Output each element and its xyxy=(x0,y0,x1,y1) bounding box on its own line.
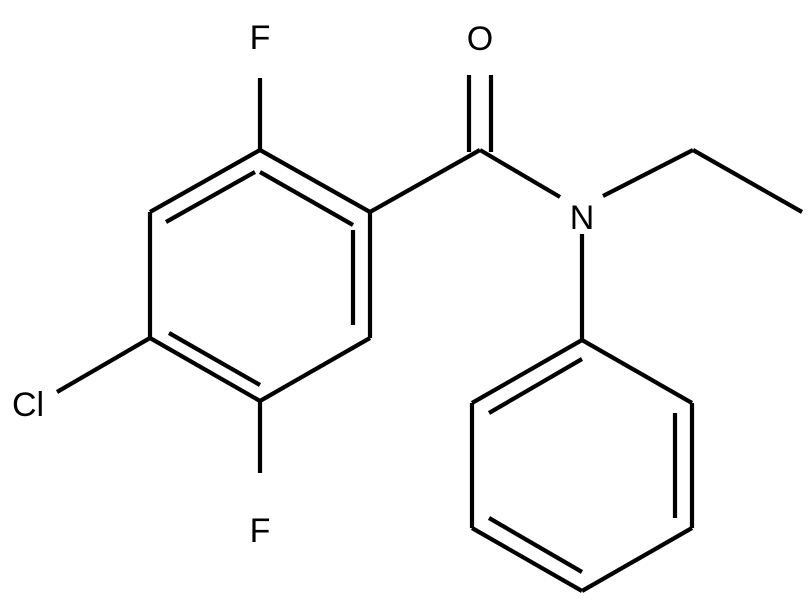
atom-fluorine-bottom: F xyxy=(250,512,271,550)
ring-b-bond-6-inner xyxy=(487,357,584,415)
bond-ch2-ch3 xyxy=(691,148,804,214)
bond-c-cl xyxy=(55,336,152,394)
atom-chlorine: Cl xyxy=(12,386,44,424)
ring-a-bond-2 xyxy=(148,148,262,214)
ring-a-bond-4-inner xyxy=(167,331,262,387)
ring-b-bond-4-inner xyxy=(487,516,584,574)
ring-a-bond-2-inner xyxy=(164,170,257,224)
ring-a-bond-4 xyxy=(148,336,262,403)
ring-a-bond-1 xyxy=(258,148,372,214)
atom-fluorine-top: F xyxy=(250,19,271,57)
ring-b-bond-6 xyxy=(470,338,584,405)
atom-oxygen: O xyxy=(467,20,493,58)
bond-ring-carbonyl xyxy=(368,148,482,214)
atom-nitrogen: N xyxy=(570,199,595,237)
ring-b-bond-4 xyxy=(470,526,584,593)
ring-b-bond-1 xyxy=(580,338,694,405)
bond-carbonyl-c-n xyxy=(478,148,562,199)
ring-a-bond-1-inner xyxy=(258,170,355,227)
bonds xyxy=(55,75,804,593)
atom-labels: O N F F Cl xyxy=(12,19,594,550)
ring-b-bond-3 xyxy=(580,526,694,593)
ring-a-bond-5 xyxy=(258,336,372,403)
bond-n-ch2 xyxy=(602,148,694,198)
